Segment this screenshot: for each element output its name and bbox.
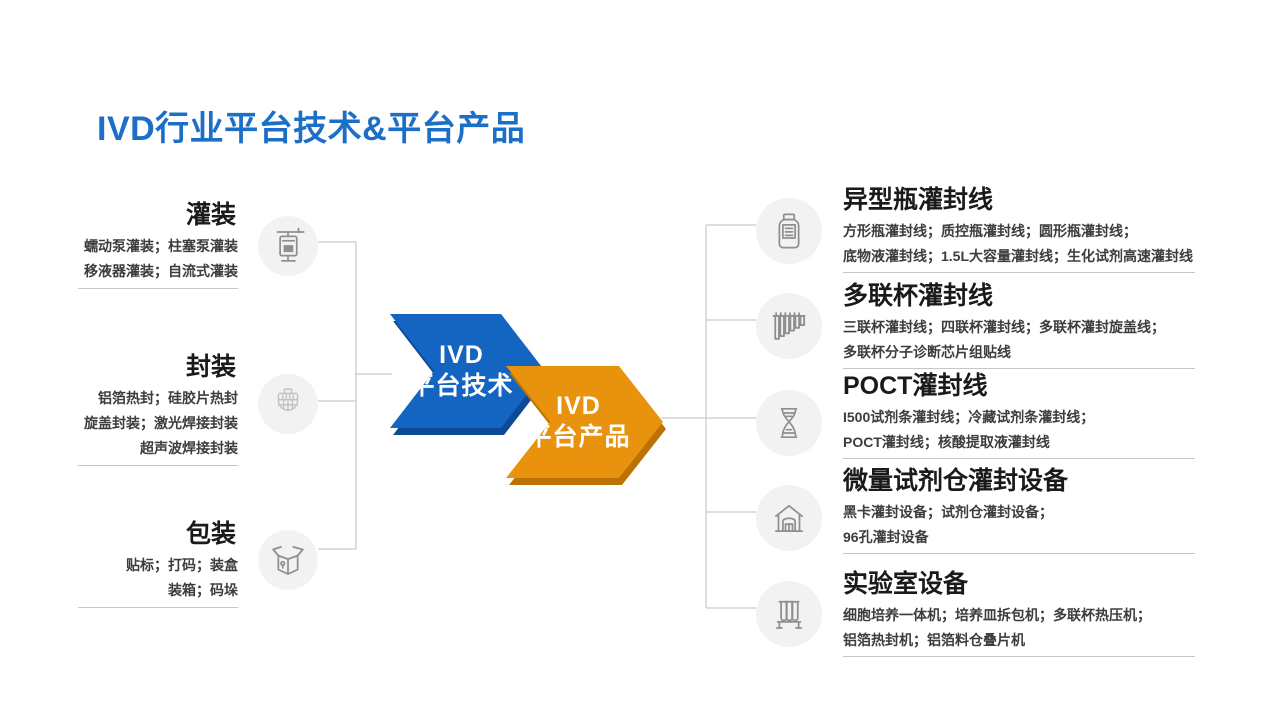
section-line: 铝箔热封；硅胶片热封 <box>98 390 238 406</box>
section-heading: 异型瓶灌封线 <box>843 186 994 214</box>
section-line: 底物液灌封线；1.5L大容量灌封线；生化试剂高速灌封线 <box>843 248 1194 264</box>
section-line: 超声波焊接封装 <box>140 440 238 456</box>
chevron-ivd-platform-products: IVD 平台产品 <box>506 366 663 478</box>
right-section-shaped-bottle-line: 异型瓶灌封线 方形瓶灌封线；质控瓶灌封线；圆形瓶灌封线； 底物液灌封线；1.5L… <box>843 185 1195 273</box>
section-heading: 封装 <box>185 353 236 381</box>
section-line: 贴标；打码；装盒 <box>126 557 238 573</box>
section-heading: 包装 <box>185 520 236 548</box>
multi-cup-strip-icon <box>772 312 806 340</box>
icon-circle <box>756 390 822 456</box>
section-heading: POCT灌封线 <box>843 372 988 400</box>
packing-box-icon <box>272 546 304 575</box>
warehouse-icon <box>775 504 803 532</box>
chevron-label-line2: 平台技术 <box>409 372 514 400</box>
capping-machine-icon <box>277 388 299 412</box>
section-line: 方形瓶灌封线；质控瓶灌封线；圆形瓶灌封线； <box>843 223 1137 239</box>
section-line: 装箱；码垛 <box>168 582 238 598</box>
section-line: 96孔灌封设备 <box>843 529 929 545</box>
icon-circle <box>258 530 318 590</box>
icon-circle <box>756 198 822 264</box>
chevron-label-line1: IVD <box>556 392 601 420</box>
section-heading: 灌装 <box>185 201 236 229</box>
section-line: 三联杯灌封线；四联杯灌封线；多联杯灌封旋盖线； <box>843 319 1165 335</box>
left-section-packing: 包装 贴标；打码；装盒 装箱；码垛 <box>78 519 238 608</box>
section-line: 多联杯分子诊断芯片组贴线 <box>843 344 1011 360</box>
icon-circle <box>756 485 822 551</box>
page-title: IVD行业平台技术&平台产品 <box>97 110 526 148</box>
right-section-micro-reagent-equipment: 微量试剂仓灌封设备 黑卡灌封设备；试剂仓灌封设备； 96孔灌封设备 <box>843 466 1195 554</box>
chevron-label-line1: IVD <box>439 341 484 369</box>
section-line: 细胞培养一体机；培养皿拆包机；多联杯热压机； <box>843 607 1151 623</box>
left-section-sealing: 封装 铝箔热封；硅胶片热封 旋盖封装；激光焊接封装 超声波焊接封装 <box>78 352 238 466</box>
icon-circle <box>756 293 822 359</box>
test-tube-rack-icon <box>775 600 803 629</box>
section-line: POCT灌封线；核酸提取液灌封线 <box>843 434 1050 450</box>
icon-circle <box>756 581 822 647</box>
section-line: 旋盖封装；激光焊接封装 <box>84 415 238 431</box>
left-section-filling: 灌装 蠕动泵灌装；柱塞泵灌装 移液器灌装；自流式灌装 <box>78 200 238 289</box>
section-line: 铝箔热封机；铝箔料仓叠片机 <box>843 632 1025 648</box>
right-section-poct-line: POCT灌封线 I500试剂条灌封线；冷藏试剂条灌封线； POCT灌封线；核酸提… <box>843 371 1195 459</box>
dna-helix-icon <box>780 408 798 438</box>
section-line: 移液器灌装；自流式灌装 <box>84 263 238 279</box>
reagent-bottle-icon <box>778 213 800 249</box>
section-heading: 实验室设备 <box>843 570 969 598</box>
right-section-multi-cup-line: 多联杯灌封线 三联杯灌封线；四联杯灌封线；多联杯灌封旋盖线； 多联杯分子诊断芯片… <box>843 281 1195 369</box>
section-line: I500试剂条灌封线；冷藏试剂条灌封线； <box>843 409 1095 425</box>
section-heading: 微量试剂仓灌封设备 <box>843 467 1069 495</box>
section-line: 黑卡灌封设备；试剂仓灌封设备； <box>843 504 1053 520</box>
section-line: 蠕动泵灌装；柱塞泵灌装 <box>84 238 238 254</box>
filling-machine-icon <box>276 227 305 262</box>
chevron-label-line2: 平台产品 <box>526 423 631 451</box>
icon-circle <box>258 374 318 434</box>
right-section-lab-equipment: 实验室设备 细胞培养一体机；培养皿拆包机；多联杯热压机； 铝箔热封机；铝箔料仓叠… <box>843 569 1195 657</box>
section-heading: 多联杯灌封线 <box>843 282 994 310</box>
icon-circle <box>258 216 318 276</box>
